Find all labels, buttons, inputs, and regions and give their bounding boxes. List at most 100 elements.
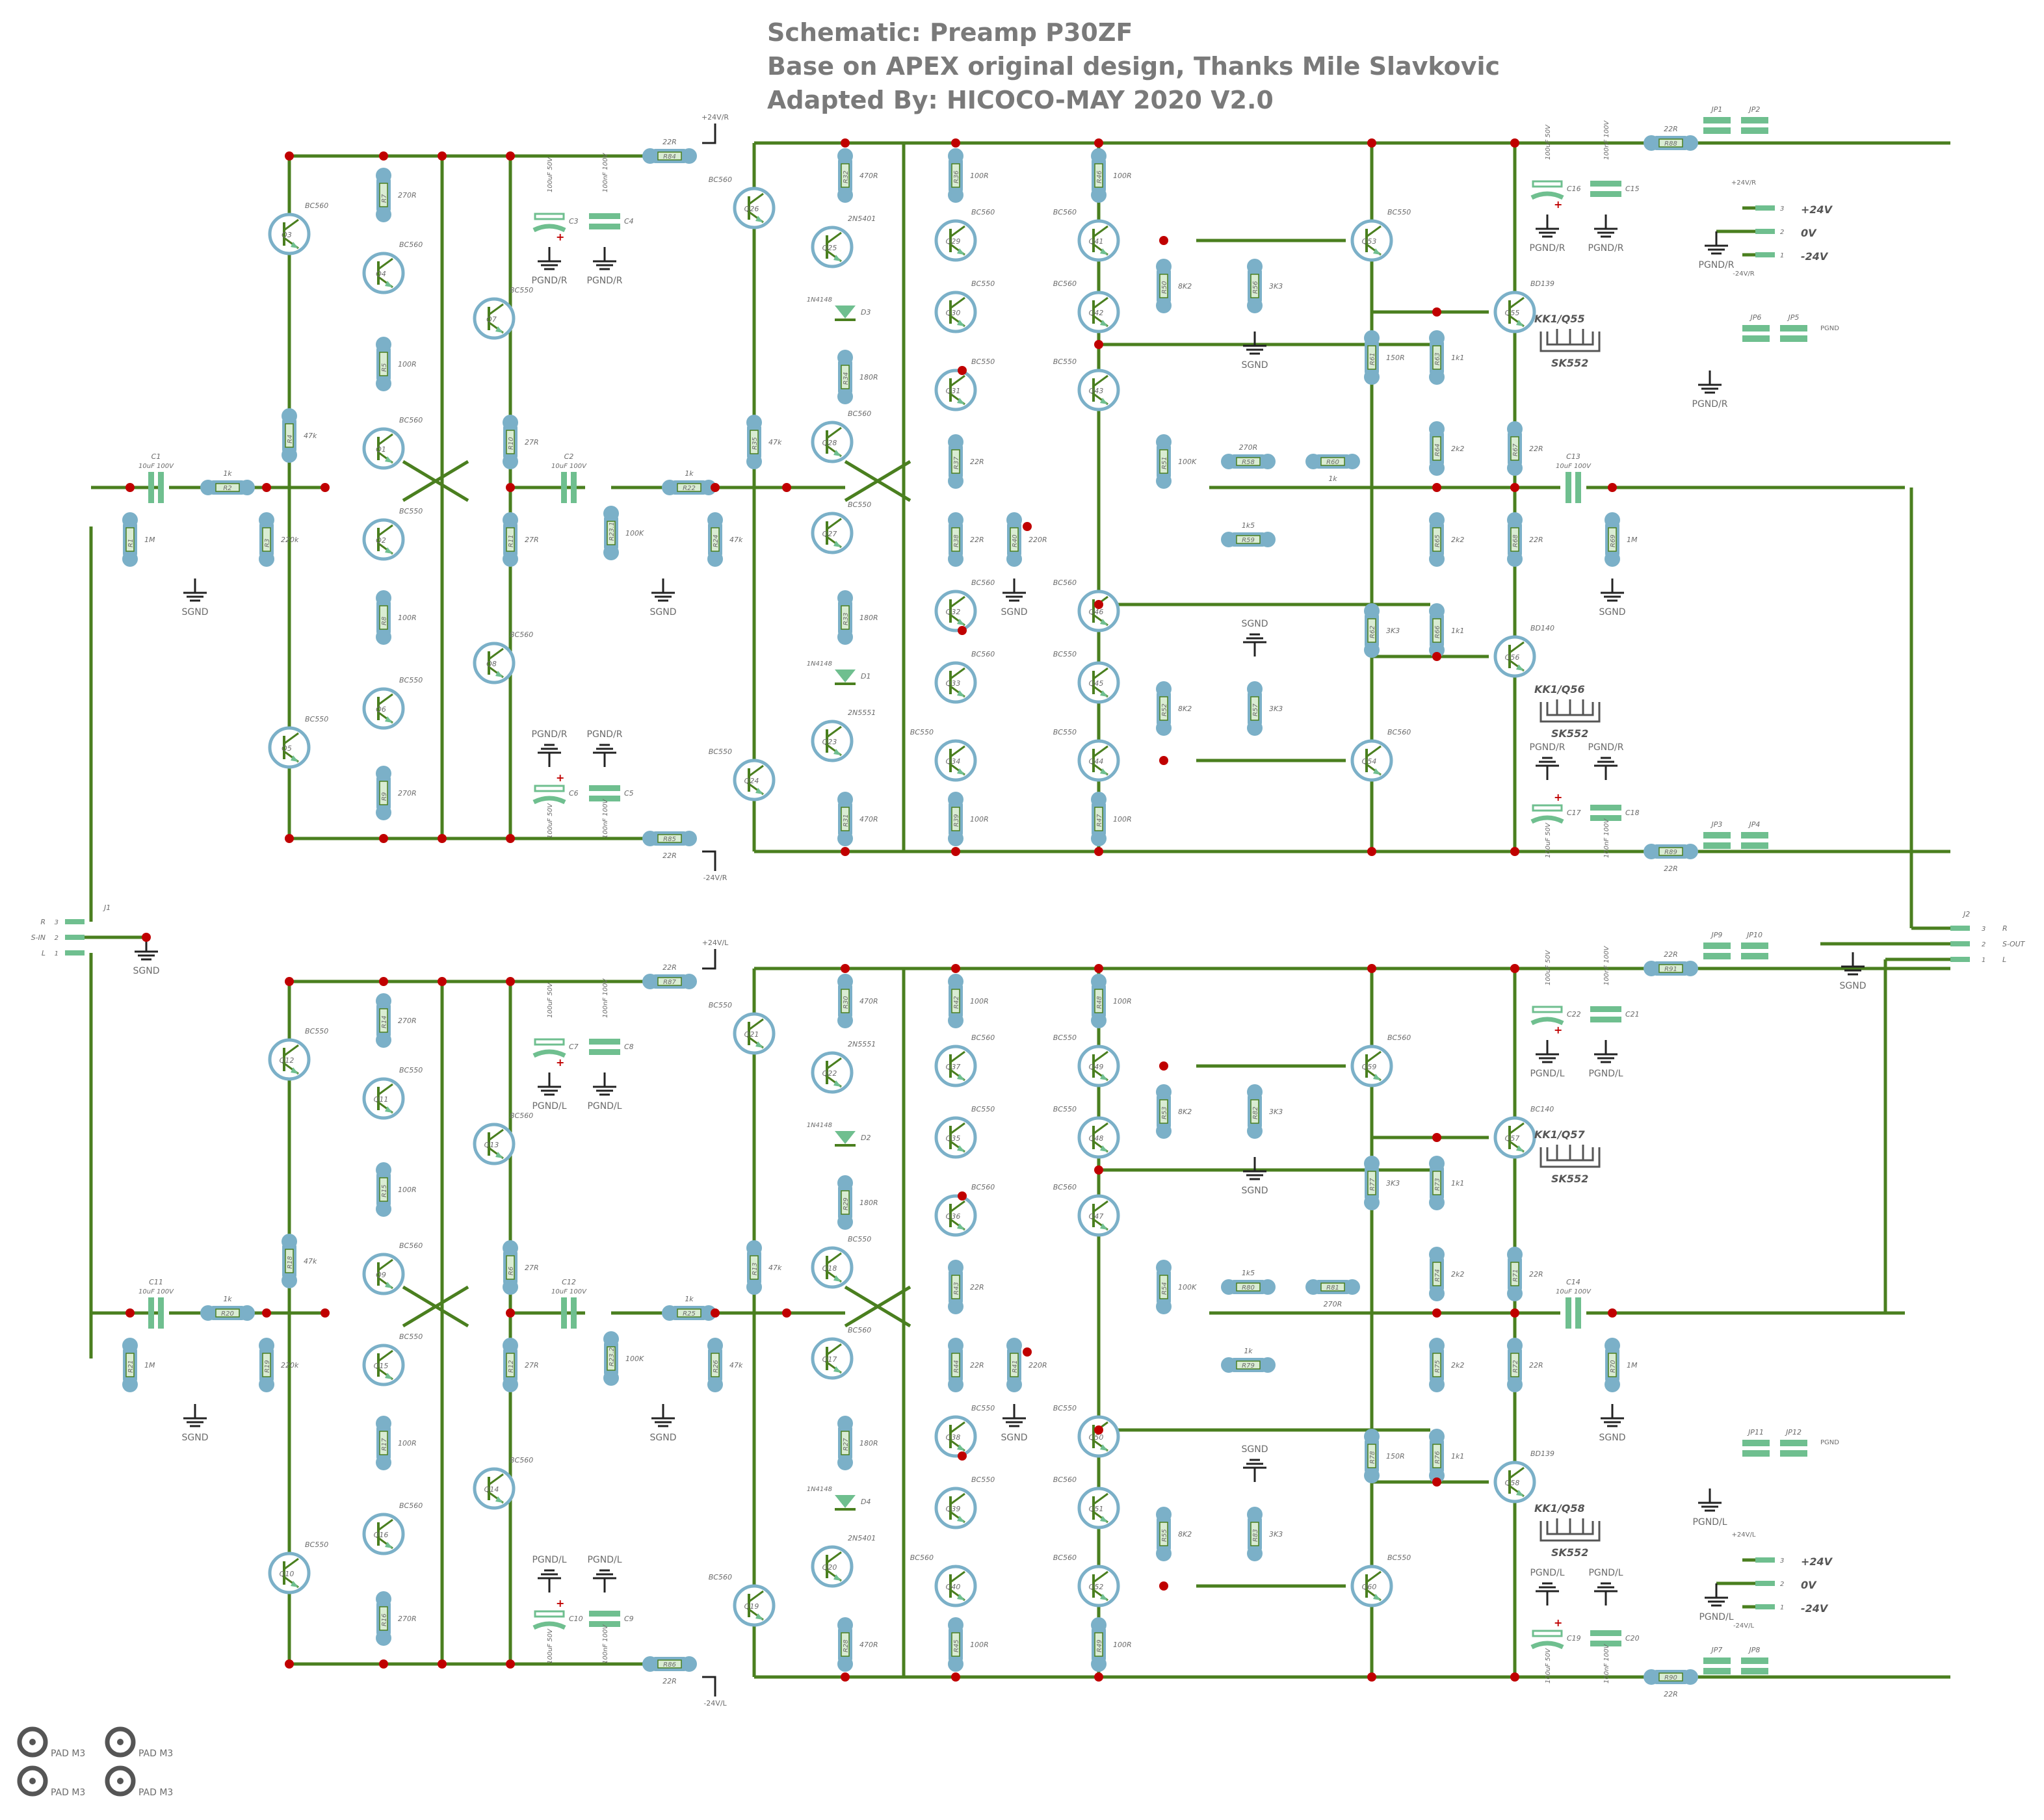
power-net: -24V/L <box>1733 1622 1755 1630</box>
capacitor-plate <box>534 785 565 792</box>
junction-node <box>1094 1425 1103 1435</box>
transistor-arrow <box>291 242 298 248</box>
resistor-core <box>1432 345 1441 370</box>
transistor-type: 2N5401 <box>848 214 876 223</box>
jumper-jp1 <box>1703 117 1731 134</box>
power-pin-number: 1 <box>1780 252 1784 259</box>
transistor-q18 <box>811 1246 854 1289</box>
resistor-r57 <box>1247 681 1263 736</box>
transistor-arrow <box>833 749 841 755</box>
transistor-body <box>1077 739 1120 782</box>
resistor-ref: R68 <box>1512 534 1519 547</box>
capacitor-plate <box>1590 1017 1621 1022</box>
rail-tag <box>702 850 716 871</box>
resistor-core <box>1250 1099 1259 1124</box>
junction-node <box>438 977 447 986</box>
resistor-ref: R29 <box>843 1197 850 1210</box>
resistor-ref: R42 <box>953 996 960 1009</box>
mounting-pad-hole <box>29 1739 36 1745</box>
resistor-core <box>125 1353 135 1377</box>
transistor-body <box>268 1038 311 1081</box>
resistor-r25 <box>662 1305 716 1321</box>
resistor-value: 100R <box>970 815 989 824</box>
resistor-value: 22R <box>1529 1361 1543 1370</box>
transistor-q39 <box>934 1487 977 1529</box>
resistor-ref: R32 <box>843 170 850 183</box>
diode-type: 1N4148 <box>807 296 832 304</box>
capacitor-plate <box>1530 1641 1564 1650</box>
connector-pin-label: L <box>42 949 46 957</box>
junction-node <box>321 1308 330 1318</box>
resistor-value: 100R <box>398 360 417 369</box>
transistor-ref: Q21 <box>744 1030 759 1039</box>
capacitor-plate <box>1566 1297 1571 1329</box>
resistor-r74 <box>1429 1247 1445 1301</box>
connector-pin-number: 3 <box>55 919 59 926</box>
heatsink-fins <box>1540 329 1601 352</box>
transistor-arrow <box>1100 768 1108 775</box>
resistor-ref: R35 <box>752 437 759 450</box>
resistor-core <box>262 527 271 552</box>
power-pin-number: 3 <box>1780 205 1784 213</box>
capacitor-c7 <box>532 1038 566 1058</box>
transistor-ref: Q9 <box>376 1271 386 1279</box>
ground-symbol <box>1536 1582 1559 1606</box>
transistor-body <box>733 1584 776 1627</box>
resistor-r11 <box>503 512 518 567</box>
power-pin-number: 2 <box>1780 1581 1784 1588</box>
transistor-body <box>1350 219 1393 262</box>
power-net: -24V/R <box>1733 270 1755 278</box>
transistor-arrow <box>1100 1145 1108 1152</box>
transistor-ref: Q18 <box>822 1264 837 1273</box>
resistor-core <box>841 605 850 630</box>
resistor-r63 <box>1429 330 1445 385</box>
junction-node <box>1094 600 1103 609</box>
resistor-core <box>379 1008 388 1033</box>
junction-node <box>125 1308 135 1318</box>
resistor-core <box>1608 1353 1617 1377</box>
transistor-arrow <box>755 1613 763 1620</box>
resistor-ref: R53 <box>1161 1106 1168 1119</box>
resistor-r66 <box>1429 603 1445 658</box>
capacitor-value: 100uF 50V <box>547 982 554 1018</box>
resistor-value: 150R <box>1386 354 1405 362</box>
transistor-ref: Q39 <box>946 1505 961 1513</box>
resistor-core <box>285 423 294 448</box>
resistor-value: 8K2 <box>1178 1530 1192 1539</box>
ground-symbol <box>593 247 616 270</box>
ground-jumper-net: PGND <box>1820 325 1839 332</box>
resistor-r79 <box>1221 1357 1276 1373</box>
transistor-arrow <box>957 619 965 625</box>
capacitor-value: 100nF 100V <box>1603 1644 1610 1684</box>
transistor-type: BC550 <box>305 715 328 723</box>
ground-symbol <box>1002 578 1026 602</box>
junction-node <box>841 138 850 148</box>
diode-type: 1N4148 <box>807 660 832 668</box>
resistor-value: 47k <box>768 1264 782 1272</box>
resistor-ref: R62 <box>1369 625 1376 638</box>
transistor-ref: Q35 <box>946 1134 961 1143</box>
resistor-ref: R8 <box>381 617 388 625</box>
mounting-pad-hole <box>29 1778 36 1784</box>
junction-node <box>438 151 447 161</box>
heatsink-ref: KK1/Q56 <box>1534 683 1585 696</box>
resistor-r36 <box>948 148 963 203</box>
transistor-collector <box>1509 296 1525 309</box>
transistor-ref: Q52 <box>1089 1583 1104 1591</box>
resistor-core <box>1250 696 1259 721</box>
resistor-value: 1k <box>223 469 232 478</box>
connector-pin <box>1950 957 1970 962</box>
resistor-core <box>1320 457 1345 466</box>
resistor-ref: R82 <box>1252 1106 1259 1119</box>
resistor-ref: R70 <box>1610 1360 1617 1373</box>
ground-label: SGND <box>1599 1433 1626 1443</box>
resistor-ref: R39 <box>953 814 960 827</box>
transistor-arrow <box>1100 398 1108 404</box>
resistor-core <box>841 807 850 831</box>
transistor-body <box>268 726 311 769</box>
resistor-value: 1M <box>1627 1361 1638 1370</box>
jumper-ref: JP7 <box>1710 1646 1723 1654</box>
jumper-ref: JP9 <box>1710 931 1723 939</box>
transistor-body <box>1077 661 1120 704</box>
transistor-arrow <box>385 547 393 554</box>
